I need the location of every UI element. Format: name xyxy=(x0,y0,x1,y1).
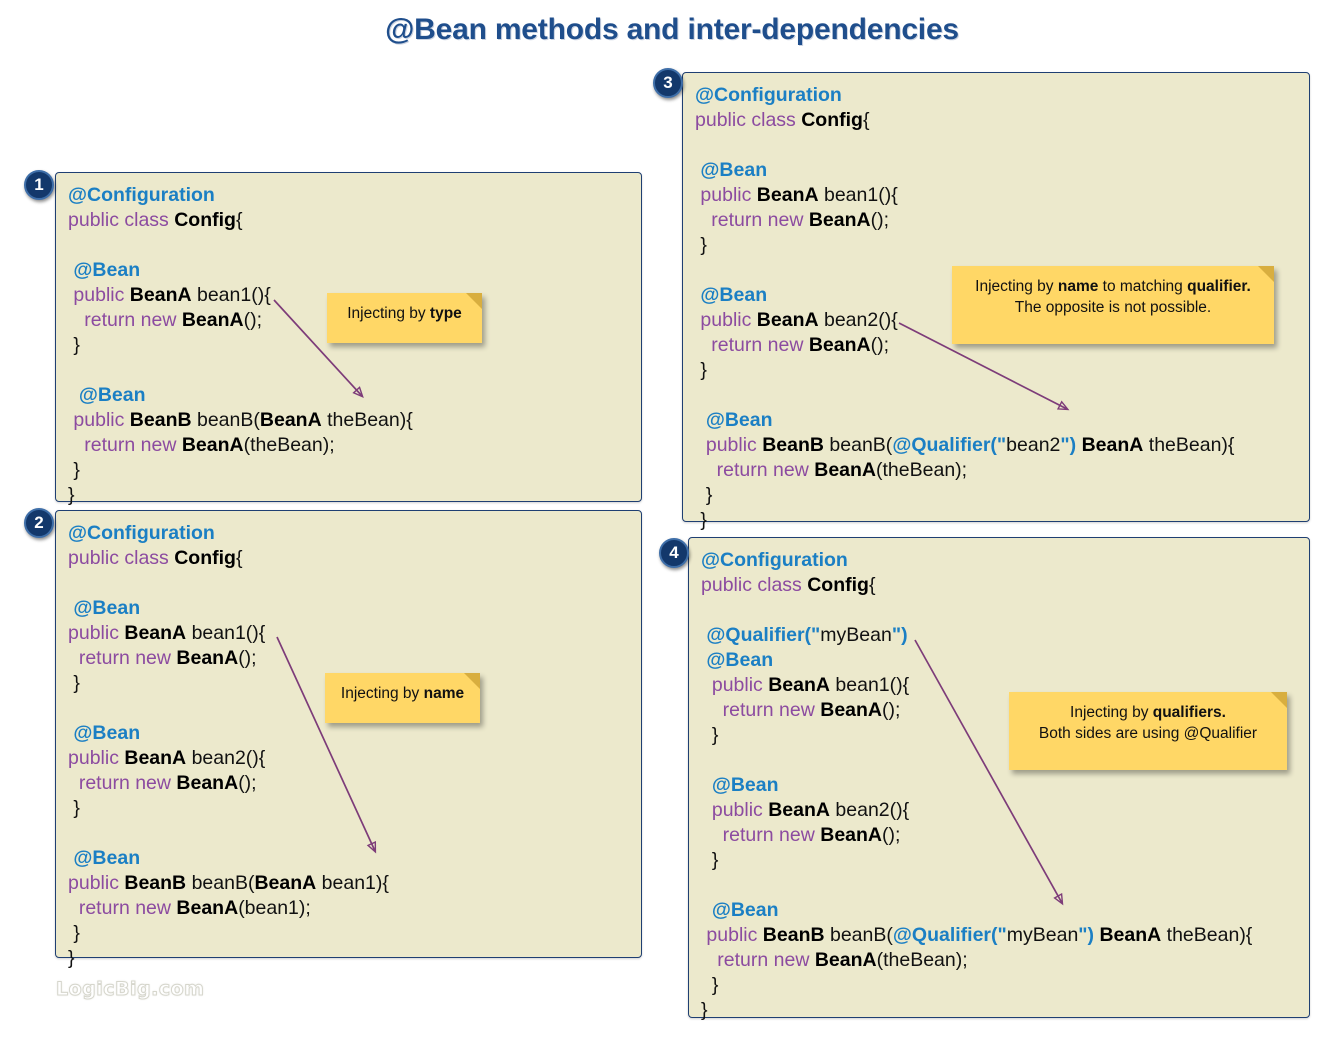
code-block-3: @Configuration public class Config{ @Bean… xyxy=(683,73,1234,533)
code-line: } xyxy=(695,359,707,381)
code-line: return new BeanA(); xyxy=(711,334,890,356)
code-line: } xyxy=(68,797,80,819)
code-line xyxy=(695,383,1234,408)
code-line: @Bean xyxy=(68,384,146,406)
panel-badge-2: 2 xyxy=(24,508,54,538)
code-block-1: @Configuration public class Config{ @Bean… xyxy=(56,173,413,508)
code-line: public class Config{ xyxy=(68,209,243,231)
note-fold-icon xyxy=(1271,692,1287,708)
code-line: return new BeanA(); xyxy=(78,772,257,794)
code-line: public BeanB beanB(BeanA bean1){ xyxy=(68,872,389,894)
code-line xyxy=(68,571,389,596)
code-line: public BeanB beanB(BeanA theBean){ xyxy=(73,409,413,431)
code-line: } xyxy=(68,459,80,481)
code-line: @Bean xyxy=(701,649,774,671)
code-line: } xyxy=(695,484,713,506)
code-line: public BeanA bean2(){ xyxy=(700,309,898,331)
code-line: @Bean xyxy=(68,847,141,869)
code-line: public BeanB beanB(@Qualifier("myBean") … xyxy=(706,924,1253,946)
code-line xyxy=(68,233,413,258)
code-line xyxy=(701,598,1252,623)
code-line: @Configuration xyxy=(68,522,215,544)
code-line: @Bean xyxy=(68,259,141,281)
code-line: public BeanA bean1(){ xyxy=(700,184,898,206)
code-line: } xyxy=(68,672,80,694)
code-line xyxy=(68,821,389,846)
code-line: } xyxy=(701,849,719,871)
code-line: } xyxy=(701,999,708,1021)
note-line-2: The opposite is not possible. xyxy=(1014,299,1212,316)
code-line: @Bean xyxy=(701,774,779,796)
code-line: return new BeanA(theBean); xyxy=(716,459,968,481)
code-line: return new BeanA(); xyxy=(722,699,901,721)
note-line-1: Injecting by qualifiers. xyxy=(1070,704,1226,721)
code-line: public BeanA bean1(){ xyxy=(68,622,266,644)
code-line: @Configuration xyxy=(68,184,215,206)
note-line-1: Injecting by name to matching qualifier. xyxy=(975,278,1251,295)
code-line: } xyxy=(701,724,719,746)
code-line: public BeanA bean2(){ xyxy=(711,799,910,821)
code-line: @Bean xyxy=(695,159,768,181)
code-line xyxy=(68,358,413,383)
code-line: } xyxy=(695,234,707,256)
note-panel-1: Injecting by type xyxy=(327,293,482,343)
code-line: } xyxy=(68,922,80,944)
code-line: @Bean xyxy=(68,597,141,619)
code-line xyxy=(701,873,1252,898)
code-line: @Bean xyxy=(68,722,141,744)
code-line: } xyxy=(68,947,75,969)
code-line: @Bean xyxy=(695,409,773,431)
code-line: public BeanB beanB(@Qualifier("bean2") B… xyxy=(705,434,1235,456)
panel-badge-4: 4 xyxy=(659,538,689,568)
code-line: return new BeanA(theBean); xyxy=(84,434,335,456)
code-line: return new BeanA(); xyxy=(78,647,257,669)
code-line xyxy=(695,133,1234,158)
code-block-4: @Configuration public class Config{ @Qual… xyxy=(689,538,1252,1023)
code-line: return new BeanA(bean1); xyxy=(78,897,311,919)
code-line: } xyxy=(68,484,75,506)
code-line: @Bean xyxy=(695,284,768,306)
code-line: public class Config{ xyxy=(695,109,870,131)
note-fold-icon xyxy=(1258,266,1274,282)
page-title: @Bean methods and inter-dependencies xyxy=(385,13,959,46)
note-panel-4: Injecting by qualifiers. Both sides are … xyxy=(1009,692,1287,770)
note-panel-2: Injecting by name xyxy=(325,673,480,723)
code-line: public BeanA bean2(){ xyxy=(68,747,266,769)
code-line: } xyxy=(68,334,80,356)
code-line: @Configuration xyxy=(701,549,848,571)
code-line: return new BeanA(); xyxy=(84,309,263,331)
code-panel-4: @Configuration public class Config{ @Qual… xyxy=(688,537,1310,1021)
code-line: public class Config{ xyxy=(701,574,876,596)
code-line: public BeanA bean1(){ xyxy=(73,284,271,306)
code-block-2: @Configuration public class Config{ @Bean… xyxy=(56,511,389,971)
code-line: } xyxy=(695,509,707,531)
code-line: @Bean xyxy=(701,899,779,921)
note-fold-icon xyxy=(464,673,480,689)
note-line-1: Injecting by type xyxy=(347,305,462,322)
code-line: return new BeanA(theBean); xyxy=(717,949,968,971)
code-line: return new BeanA(); xyxy=(722,824,901,846)
panel-badge-1: 1 xyxy=(24,170,54,200)
note-fold-icon xyxy=(466,293,482,309)
panel-badge-3: 3 xyxy=(653,68,683,98)
code-line: public BeanA bean1(){ xyxy=(711,674,910,696)
code-line: public class Config{ xyxy=(68,547,243,569)
note-line-1: Injecting by name xyxy=(340,685,465,702)
code-line: @Configuration xyxy=(695,84,842,106)
logicbig-watermark: LogicBig.com xyxy=(55,978,205,1001)
code-panel-2: @Configuration public class Config{ @Bean… xyxy=(55,510,642,969)
note-panel-3: Injecting by name to matching qualifier.… xyxy=(952,266,1274,344)
code-line: } xyxy=(701,974,719,996)
code-line: @Qualifier("myBean") xyxy=(706,624,908,646)
code-line: return new BeanA(); xyxy=(711,209,890,231)
note-line-2: Both sides are using @Qualifier xyxy=(1038,725,1258,742)
